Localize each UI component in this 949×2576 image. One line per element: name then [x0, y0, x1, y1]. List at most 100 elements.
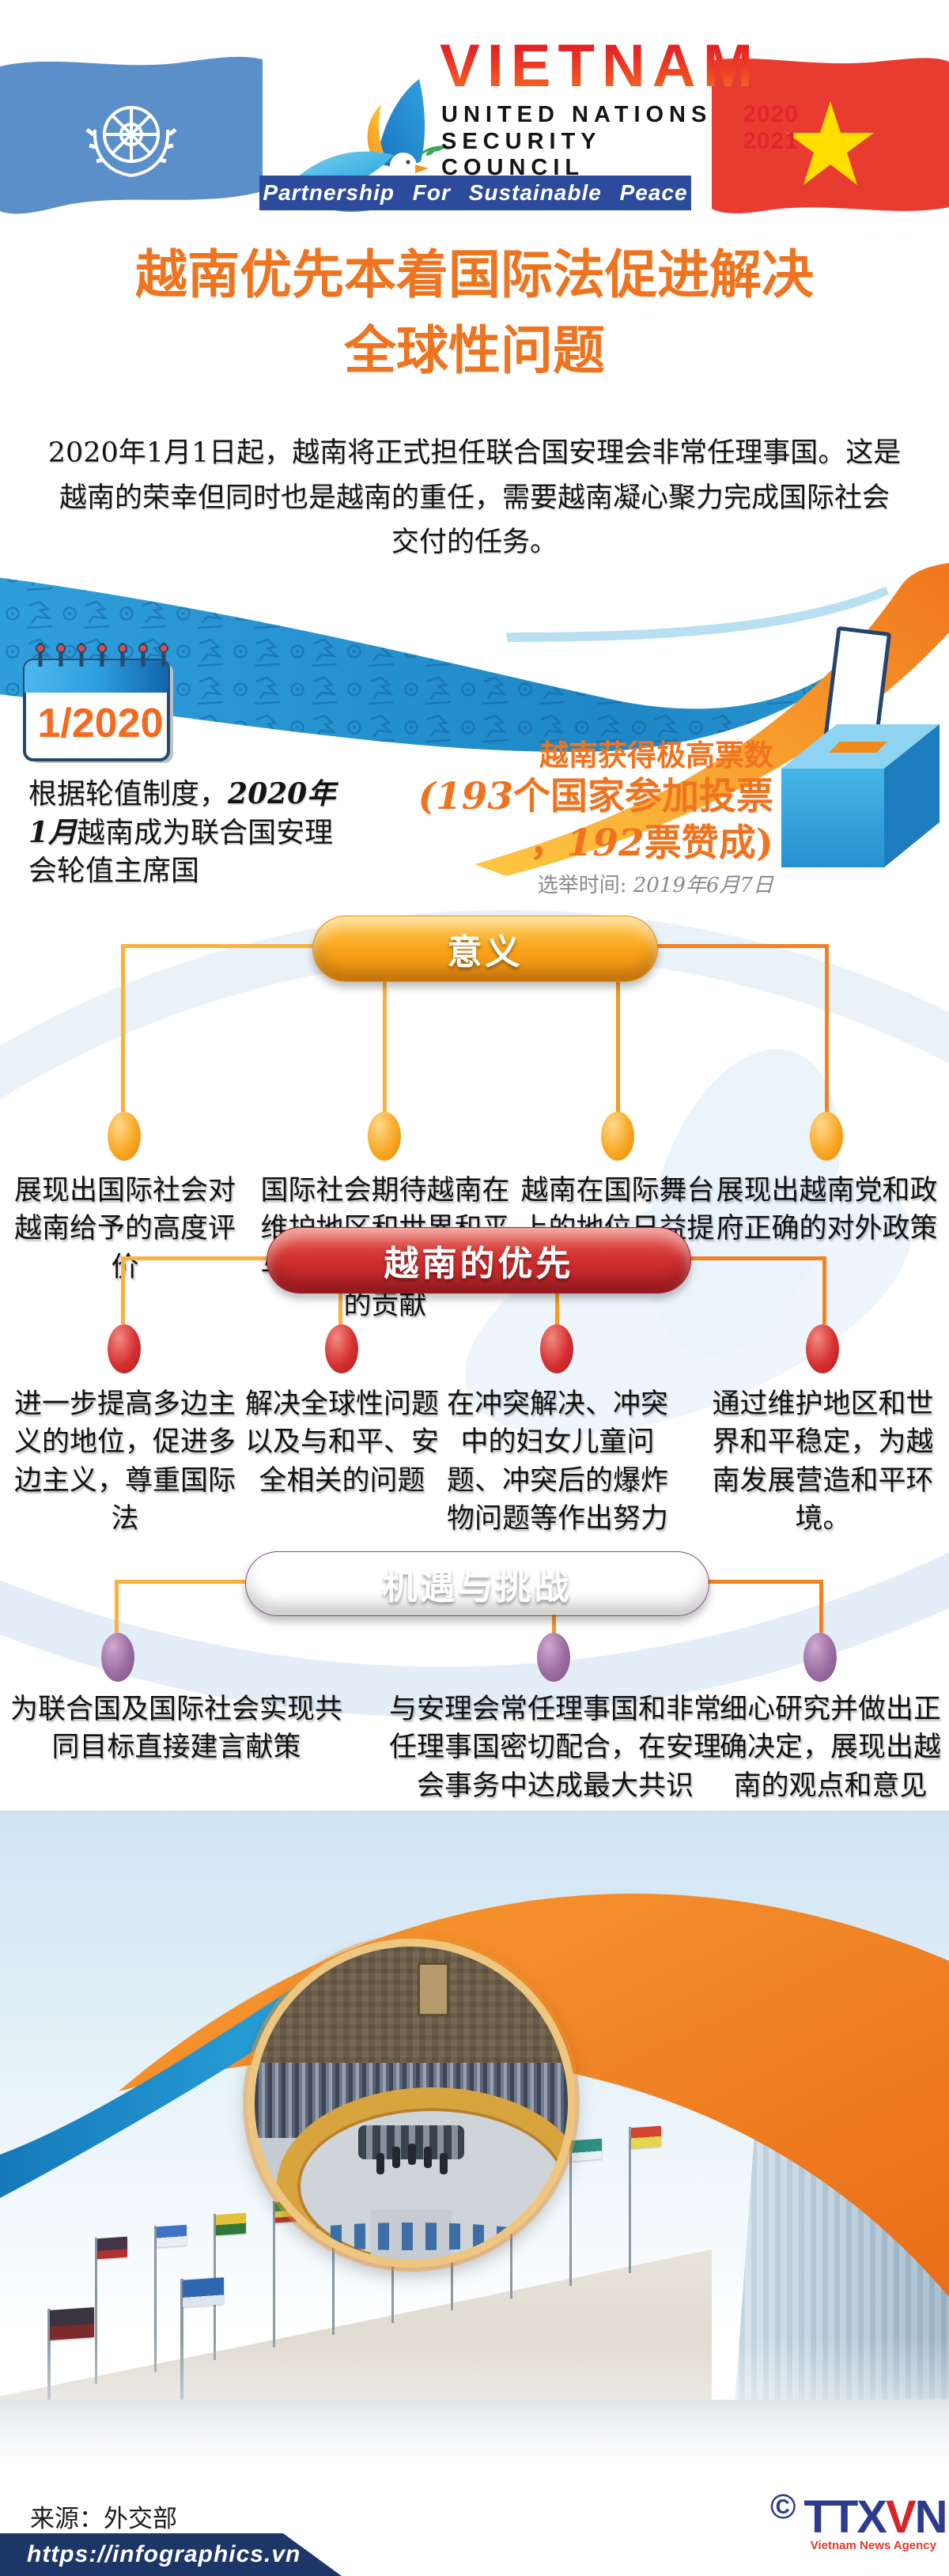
star-icon: [787, 101, 874, 185]
ttxvn-logo: ©TTXVN Vietnam News Agency: [770, 2487, 948, 2552]
priority-item: 进一步提高多边主义的地位，促进多边主义，尊重国际法: [13, 1388, 236, 1535]
photo-fade: [0, 2336, 949, 2502]
connector-line: [690, 1256, 824, 1260]
partnership-banner-text: Partnership For Sustainable Peace: [263, 180, 688, 205]
un-emblem-icon: [85, 106, 177, 177]
node-icon: [108, 1324, 141, 1373]
connector-line: [123, 1256, 267, 1260]
vote-line1: (193个国家参加投票: [362, 774, 773, 821]
connector-line: [822, 1256, 826, 1324]
connector-line: [552, 1615, 556, 1633]
section-title: 越南的优先: [384, 1244, 574, 1284]
blue-chairs: [282, 2222, 540, 2251]
security-council-photo: [247, 1939, 576, 2268]
section-banner-significance: 意义: [312, 916, 658, 982]
flagpole: [95, 2236, 127, 2384]
security-council-text: SECURITY COUNCIL: [441, 129, 602, 180]
page-title-line1: 越南优先本着国际法促进解决: [135, 244, 814, 305]
un-flag: [0, 56, 263, 214]
vote-count-192: 192: [566, 821, 645, 865]
year-2020: 2020: [743, 101, 799, 127]
section-banner-priorities: 越南的优先: [267, 1227, 691, 1294]
connector-line: [819, 1580, 823, 1633]
logo-un-line2: SECURITY COUNCIL 2021: [441, 128, 799, 181]
priority-item: 通过维护地区和世界和平稳定，为越南发展营造和平环境。: [712, 1388, 934, 1535]
partnership-banner: Partnership For Sustainable Peace: [259, 176, 691, 210]
significance-item: 展现出越南党和政府正确的对外政策: [716, 1175, 938, 1245]
connector-line: [121, 1256, 125, 1324]
significance-item: 展现出国际社会对越南给予的高度评价: [13, 1175, 236, 1283]
standing-delegate: [392, 2147, 401, 2169]
vote-title: 越南获得极高票数: [539, 738, 773, 772]
flagpole: [569, 2138, 602, 2286]
vote-line2-text: 票赞成): [644, 821, 773, 865]
connector-line: [555, 1292, 559, 1324]
note-date: 2020年1月: [28, 777, 336, 850]
calendar-icon: [23, 643, 173, 763]
node-icon: [540, 1324, 573, 1373]
connector-line: [383, 980, 387, 1113]
node-icon: [806, 1324, 839, 1373]
logo-vietnam-wordmark: VIETNAM: [440, 32, 760, 100]
connector-line: [616, 980, 620, 1113]
agency-v-accent: V: [885, 2491, 917, 2543]
agency-wordmark: TTXVN: [803, 2491, 947, 2543]
node-icon: [108, 1112, 141, 1161]
connector-line: [121, 944, 125, 1113]
node-icon: [537, 1633, 570, 1682]
note-suffix: 越南成为联合国安理会轮值主席国: [28, 817, 334, 888]
rotation-note: 根据轮值制度，2020年1月越南成为联合国安理会轮值主席国: [28, 775, 351, 891]
page-title-line2: 全球性问题: [344, 319, 605, 381]
node-icon: [325, 1324, 358, 1373]
calendar-date-label: 1/2020: [37, 701, 164, 746]
logo-un-line1: UNITED NATIONS 2020: [441, 101, 799, 128]
connector-line: [825, 944, 829, 1113]
swoosh-decoration: [0, 563, 949, 876]
vote-line2: ，192票赞成): [362, 821, 773, 867]
connector-line: [708, 1580, 821, 1584]
source-credit: 来源：外交部: [30, 2505, 177, 2533]
node-icon: [601, 1112, 634, 1161]
website-url: https://infographics.vn: [27, 2541, 301, 2567]
connector-line: [115, 1580, 119, 1633]
section-title: 意义: [447, 932, 524, 973]
standing-delegate: [423, 2147, 432, 2169]
connector-line: [116, 1580, 245, 1584]
flagpole: [273, 2200, 305, 2347]
united-nations-text: UNITED NATIONS: [441, 102, 713, 127]
node-icon: [810, 1112, 843, 1161]
vote-line1-text: 个国家参加投票: [513, 775, 773, 818]
agency-caption: Vietnam News Agency: [810, 2539, 936, 2552]
connector-line: [123, 944, 312, 948]
standing-delegate: [376, 2153, 385, 2175]
ballot-box-icon: [781, 626, 940, 867]
opportunity-item: 细心研究并做出正确决定，展现出越南的观点和意见: [719, 1694, 941, 1802]
note-prefix: 根据轮值制度，: [28, 778, 229, 810]
standing-delegate: [408, 2144, 417, 2166]
node-icon: [368, 1112, 401, 1161]
priority-item: 在冲突解决、冲突中的妇女儿童问题、冲突后的爆炸物问题等作出努力: [446, 1388, 668, 1535]
section-title: 机遇与挑战: [382, 1567, 573, 1607]
connector-line: [338, 1292, 342, 1324]
year-2021: 2021: [743, 128, 799, 154]
node-icon: [101, 1633, 134, 1682]
dove-watermark: [464, 1048, 912, 1435]
opportunity-item: 为联合国及国际社会实现共同目标直接建言献策: [9, 1694, 342, 1764]
node-icon: [803, 1633, 837, 1682]
copyright-symbol: ©: [770, 2487, 796, 2526]
vote-time-label: 选举时间:: [537, 873, 633, 897]
flagpole: [154, 2224, 187, 2372]
vote-result-block: 越南获得极高票数 (193个国家参加投票 ，192票赞成) 选举时间: 2019…: [362, 731, 773, 898]
standing-delegate: [439, 2153, 448, 2175]
page-title: 越南优先本着国际法促进解决 全球性问题: [0, 237, 949, 388]
flagpole: [629, 2125, 661, 2273]
website-ribbon: https://infographics.vn: [0, 2533, 342, 2576]
intro-paragraph: 2020年1月1日起，越南将正式担任联合国安理会非常任理事国。这是越南的荣幸但同…: [47, 437, 902, 559]
connector-line: [656, 944, 828, 948]
vote-count-193: 193: [435, 775, 513, 818]
vote-time: 选举时间: 2019年6月7日: [362, 869, 773, 898]
vote-comma: ，: [529, 821, 567, 865]
section-banner-opportunities: 机遇与挑战: [245, 1551, 709, 1616]
dove-logo-icon: [283, 79, 449, 212]
